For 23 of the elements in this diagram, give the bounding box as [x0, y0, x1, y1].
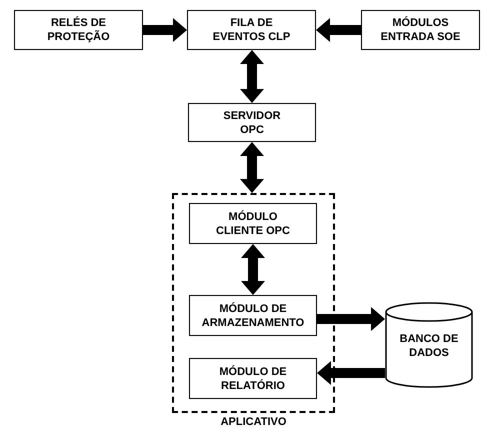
block-arrow	[241, 244, 265, 295]
box-label: MÓDULO DE RELATÓRIO	[218, 364, 288, 392]
process-box	[189, 203, 317, 244]
box-label: RELÉS DE PROTEÇÃO	[46, 16, 111, 44]
block-arrow	[143, 18, 187, 42]
block-arrow	[240, 142, 264, 193]
block-arrow	[240, 50, 264, 103]
block-arrow	[317, 307, 385, 331]
box-label: MÓDULO CLIENTE OPC	[215, 210, 291, 238]
process-box	[361, 10, 480, 50]
box-label: MÓDULO DE ARMAZENAMENTO	[200, 302, 306, 330]
group-label: APLICATIVO	[220, 415, 288, 430]
process-box	[187, 10, 316, 50]
box-label: FILA DE EVENTOS CLP	[212, 16, 292, 44]
block-arrow	[317, 361, 385, 385]
database-label: BANCO DE DADOS	[398, 332, 460, 360]
box-label: MÓDULOS ENTRADA SOE	[380, 16, 462, 44]
block-arrow	[316, 18, 361, 42]
process-box	[188, 103, 316, 142]
box-label: SERVIDOR OPC	[222, 108, 282, 136]
process-box	[189, 358, 317, 399]
process-box	[189, 295, 317, 336]
process-box	[14, 10, 143, 50]
